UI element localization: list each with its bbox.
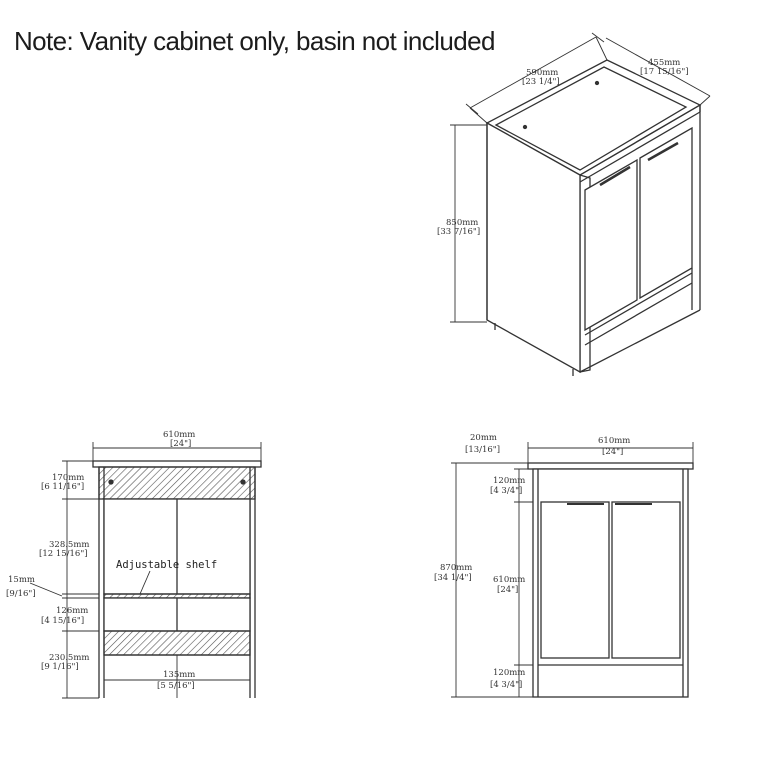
front-width-mm: 610mm bbox=[598, 436, 630, 446]
lower-height-mm: 120mm bbox=[493, 668, 525, 678]
door-height-in: [24"] bbox=[497, 585, 518, 595]
bottom-gap-in: [5 5/16"] bbox=[157, 681, 195, 691]
top-rail-mm: 170mm bbox=[52, 473, 84, 483]
iso-depth-mm: 455mm bbox=[648, 58, 680, 68]
iso-height-in: [33 7/16"] bbox=[437, 227, 480, 237]
lower-space-in: [4 15/16"] bbox=[41, 616, 84, 626]
top-thickness-in: [13/16"] bbox=[465, 445, 500, 455]
adjustable-shelf-label: Adjustable shelf bbox=[116, 559, 217, 571]
upper-space-in: [12 15/16"] bbox=[39, 549, 88, 559]
iso-depth-in: [17 15/16"] bbox=[640, 67, 689, 77]
upper-height-in: [4 3/4"] bbox=[490, 486, 522, 496]
section-view bbox=[92, 460, 262, 698]
iso-height-mm: 850mm bbox=[446, 218, 478, 228]
front-width-in: [24"] bbox=[602, 447, 623, 457]
base-space-mm: 230.5mm bbox=[49, 653, 89, 663]
base-space-in: [9 1/16"] bbox=[41, 662, 79, 672]
bottom-gap-mm: 135mm bbox=[163, 670, 195, 680]
iso-width-mm: 590mm bbox=[526, 68, 558, 78]
note-text: Note: Vanity cabinet only, basin not inc… bbox=[14, 26, 495, 56]
section-width-mm: 610mm bbox=[163, 430, 195, 440]
section-width-in: [24"] bbox=[170, 439, 191, 449]
upper-height-mm: 120mm bbox=[493, 476, 525, 486]
lower-space-mm: 126mm bbox=[56, 606, 88, 616]
total-height-mm: 870mm bbox=[440, 563, 472, 573]
shelf-thickness-mm: 15mm bbox=[8, 575, 35, 585]
lower-height-in: [4 3/4"] bbox=[490, 680, 522, 690]
front-dimension-lines bbox=[451, 442, 694, 698]
shelf-thickness-in: [9/16"] bbox=[6, 589, 36, 599]
top-thickness-mm: 20mm bbox=[470, 433, 497, 443]
top-rail-in: [6 11/16"] bbox=[41, 482, 84, 492]
iso-dimension-lines bbox=[450, 32, 711, 323]
section-dimension-lines bbox=[29, 442, 262, 699]
upper-space-mm: 328.5mm bbox=[49, 540, 89, 550]
door-height-mm: 610mm bbox=[493, 575, 525, 585]
total-height-in: [34 1/4"] bbox=[434, 573, 472, 583]
isometric-view bbox=[485, 59, 702, 376]
front-view bbox=[527, 462, 694, 698]
iso-width-in: [23 1/4"] bbox=[522, 77, 560, 87]
